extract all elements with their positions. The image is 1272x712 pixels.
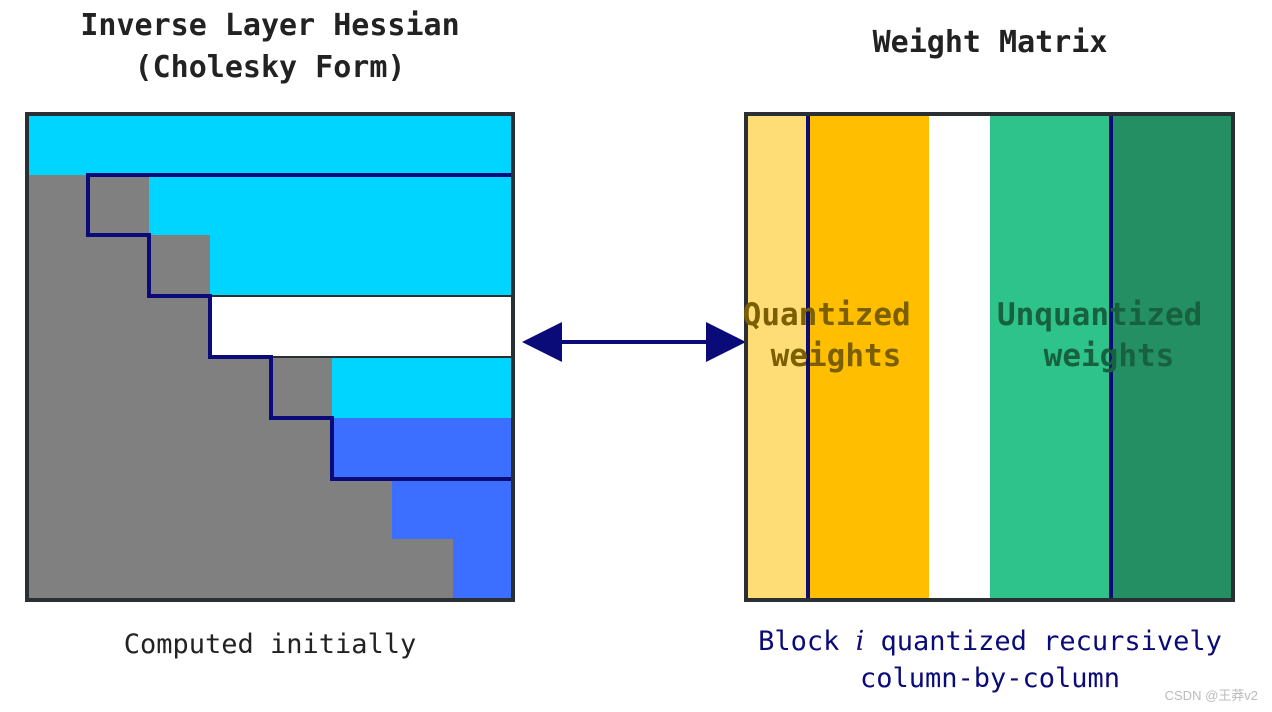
- hessian-title-line-1: Inverse Layer Hessian: [80, 8, 460, 43]
- weight-frame: [744, 112, 1235, 602]
- weight-caption-line-1: Block i quantized recursively: [720, 623, 1260, 660]
- quantized-label-line-1: Quantized: [743, 297, 911, 333]
- unquantized-label-line-1: Unquantized: [997, 297, 1202, 333]
- weight-caption: Block i quantized recursively column-by-…: [720, 623, 1260, 697]
- weight-caption-line-2: column-by-column: [859, 663, 1121, 694]
- weight-matrix: Quantized weights Unquantized weights: [743, 112, 1235, 602]
- quantized-column-done: [746, 114, 808, 600]
- unquantized-weights-label: Unquantized weights: [997, 297, 1221, 374]
- hessian-frame: [25, 112, 515, 602]
- unquantized-block-columns: [990, 114, 1111, 600]
- unquantized-label-line-2: weights: [1044, 338, 1175, 374]
- current-column: [929, 114, 990, 600]
- hessian-block-rows: [332, 418, 513, 600]
- quantized-block-columns: [808, 114, 929, 600]
- caption-prefix: Block: [758, 626, 856, 657]
- caption-suffix: quantized recursively: [864, 626, 1222, 657]
- unquantized-remaining-columns: [1111, 114, 1233, 600]
- caption-block-symbol: i: [855, 626, 865, 657]
- hessian-current-row: [210, 296, 513, 357]
- hessian-matrix: [25, 112, 515, 602]
- quantized-label-line-2: weights: [771, 338, 902, 374]
- quantized-weights-label: Quantized weights: [743, 297, 930, 374]
- weight-matrix-title: Weight Matrix: [872, 25, 1108, 60]
- hessian-caption: Computed initially: [123, 629, 417, 660]
- hessian-title-line-2: (Cholesky Form): [134, 50, 406, 85]
- hessian-title: Inverse Layer Hessian (Cholesky Form): [20, 5, 520, 89]
- watermark: CSDN @王莽v2: [1164, 688, 1258, 703]
